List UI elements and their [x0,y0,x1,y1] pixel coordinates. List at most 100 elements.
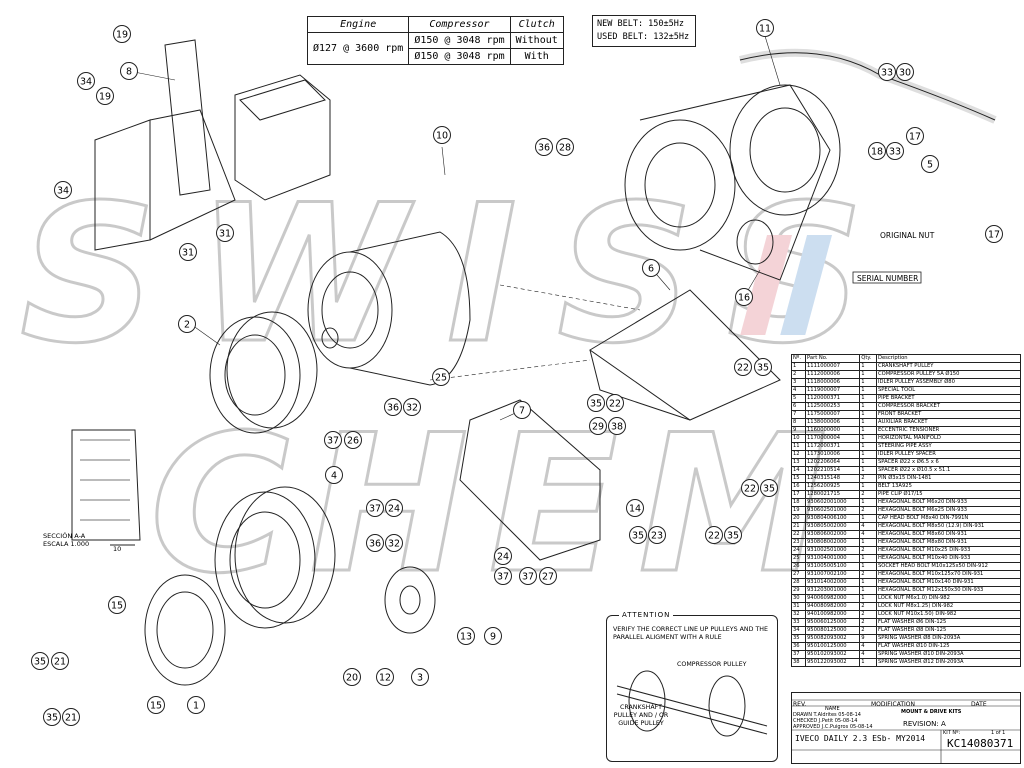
callout-7: 7 [513,401,531,419]
callout-37d: 37 [519,567,537,585]
callout-22d: 22 [705,526,723,544]
callout-26: 26 [344,431,362,449]
bom-header-desc: Description [876,354,1021,363]
bom-cell-no: 35 [791,634,806,643]
checked-name: J.Petit [818,718,834,724]
callout-11: 11 [756,19,774,37]
bom-cell-desc: HEXAGONAL BOLT M8x50 (12.9) DIN-931 [876,522,1021,531]
bom-cell-desc: HEXAGONAL BOLT M12x150x30 DIN-933 [876,586,1021,595]
callout-22c: 22 [741,479,759,497]
bom-cell-no: 12 [791,450,806,459]
svg-text:17: 17 [988,230,1000,241]
bom-cell-part: 931203001000 [804,586,861,595]
svg-text:19: 19 [116,30,128,41]
callout-6: 6 [642,259,660,277]
svg-text:35: 35 [727,531,739,542]
svg-text:37: 37 [369,504,381,515]
callout-36a: 36 [535,138,553,156]
bom-cell-desc: STEERING PIPE ASSY [876,442,1021,451]
page-number: 1 of 1 [991,730,1006,736]
svg-text:23: 23 [651,531,663,542]
bom-cell-part: 931002501000 [804,546,861,555]
svg-text:8: 8 [126,67,132,78]
callout-33a: 33 [878,63,896,81]
bom-cell-qty: 2 [859,506,877,515]
bom-cell-qty: 4 [859,642,877,651]
bom-cell-qty: 1 [859,498,877,507]
bom-cell-desc: SOCKET HEAD BOLT M10x125x50 DIN-912 [876,562,1021,571]
bom-cell-part: 930602001000 [804,498,861,507]
svg-text:24: 24 [497,552,509,563]
bom-cell-no: 36 [791,642,806,651]
callout-24b: 24 [494,547,512,565]
bom-cell-qty: 1 [859,378,877,387]
bom-cell-qty: 1 [859,402,877,411]
svg-text:35: 35 [757,363,769,374]
callout-1: 1 [187,696,205,714]
svg-text:29: 29 [592,422,604,433]
original-nut-label: ORIGINAL NUT [880,231,935,240]
bom-cell-part: 1111000007 [804,362,861,371]
approved-label: APPROVED [793,724,821,730]
callout-35a: 35 [754,358,772,376]
bom-cell-no: 6 [791,402,806,411]
bom-cell-desc: CAP HEAD BOLT M8x40 DIN-7991N [876,514,1021,523]
callout-19b: 19 [96,87,114,105]
callout-5: 5 [921,155,939,173]
bom-cell-no: 11 [791,442,806,451]
bom-cell-no: 19 [791,506,806,515]
bom-cell-qty: 2 [859,570,877,579]
bom-cell-no: 3 [791,378,806,387]
callouts: 19 8 34 19 34 31 31 10 36 28 11 33 30 17… [31,19,1003,726]
spec-compressor-cell: Ø150 @ 3048 rpm [408,48,511,65]
bom-cell-qty: 9 [859,634,877,643]
svg-text:3: 3 [417,673,423,684]
callout-2: 2 [178,315,196,333]
bom-cell-part: 940060982000 [804,594,861,603]
bom-cell-desc: FLAT WASHER Ø6 DIN-125 [876,618,1021,627]
callout-4: 4 [325,466,343,484]
svg-text:34: 34 [57,186,69,197]
callout-35b: 35 [587,394,605,412]
bom-cell-qty: 2 [859,618,877,627]
callout-37b: 37 [366,499,384,517]
bom-cell-part: 930805002000 [804,522,861,531]
svg-text:34: 34 [80,77,92,88]
kit-label: KIT Nº: [943,730,961,736]
bom-cell-desc: HEXAGONAL BOLT M8x60 DIN-931 [876,530,1021,539]
bom-cell-qty: 1 [859,562,877,571]
bom-cell-no: 33 [791,618,806,627]
attention-text: VERIFY THE CORRECT LINE UP PULLEYS AND T… [613,626,769,641]
svg-text:36: 36 [369,539,381,550]
bom-cell-qty: 1 [859,450,877,459]
callout-33b: 33 [886,142,904,160]
callout-15b: 15 [147,696,165,714]
bom-cell-no: 29 [791,586,806,595]
bom-cell-no: 22 [791,530,806,539]
bom-cell-desc: HEXAGONAL BOLT M10x40 DIN-933 [876,554,1021,563]
model-name: IVECO DAILY 2.3 ESb- MY2014 [795,734,926,743]
svg-text:31: 31 [182,248,194,259]
svg-text:35: 35 [763,484,775,495]
bom-cell-no: 32 [791,610,806,619]
bom-cell-part: 930806002000 [804,530,861,539]
callout-8: 8 [120,62,138,80]
callout-38: 38 [608,417,626,435]
svg-text:32: 32 [406,403,418,414]
bom-cell-part: 940100982000 [804,610,861,619]
bom-cell-desc: HEXAGONAL BOLT M10x125x70 DIN-931 [876,570,1021,579]
attention-box: ATTENTION VERIFY THE CORRECT LINE UP PUL… [606,611,778,762]
